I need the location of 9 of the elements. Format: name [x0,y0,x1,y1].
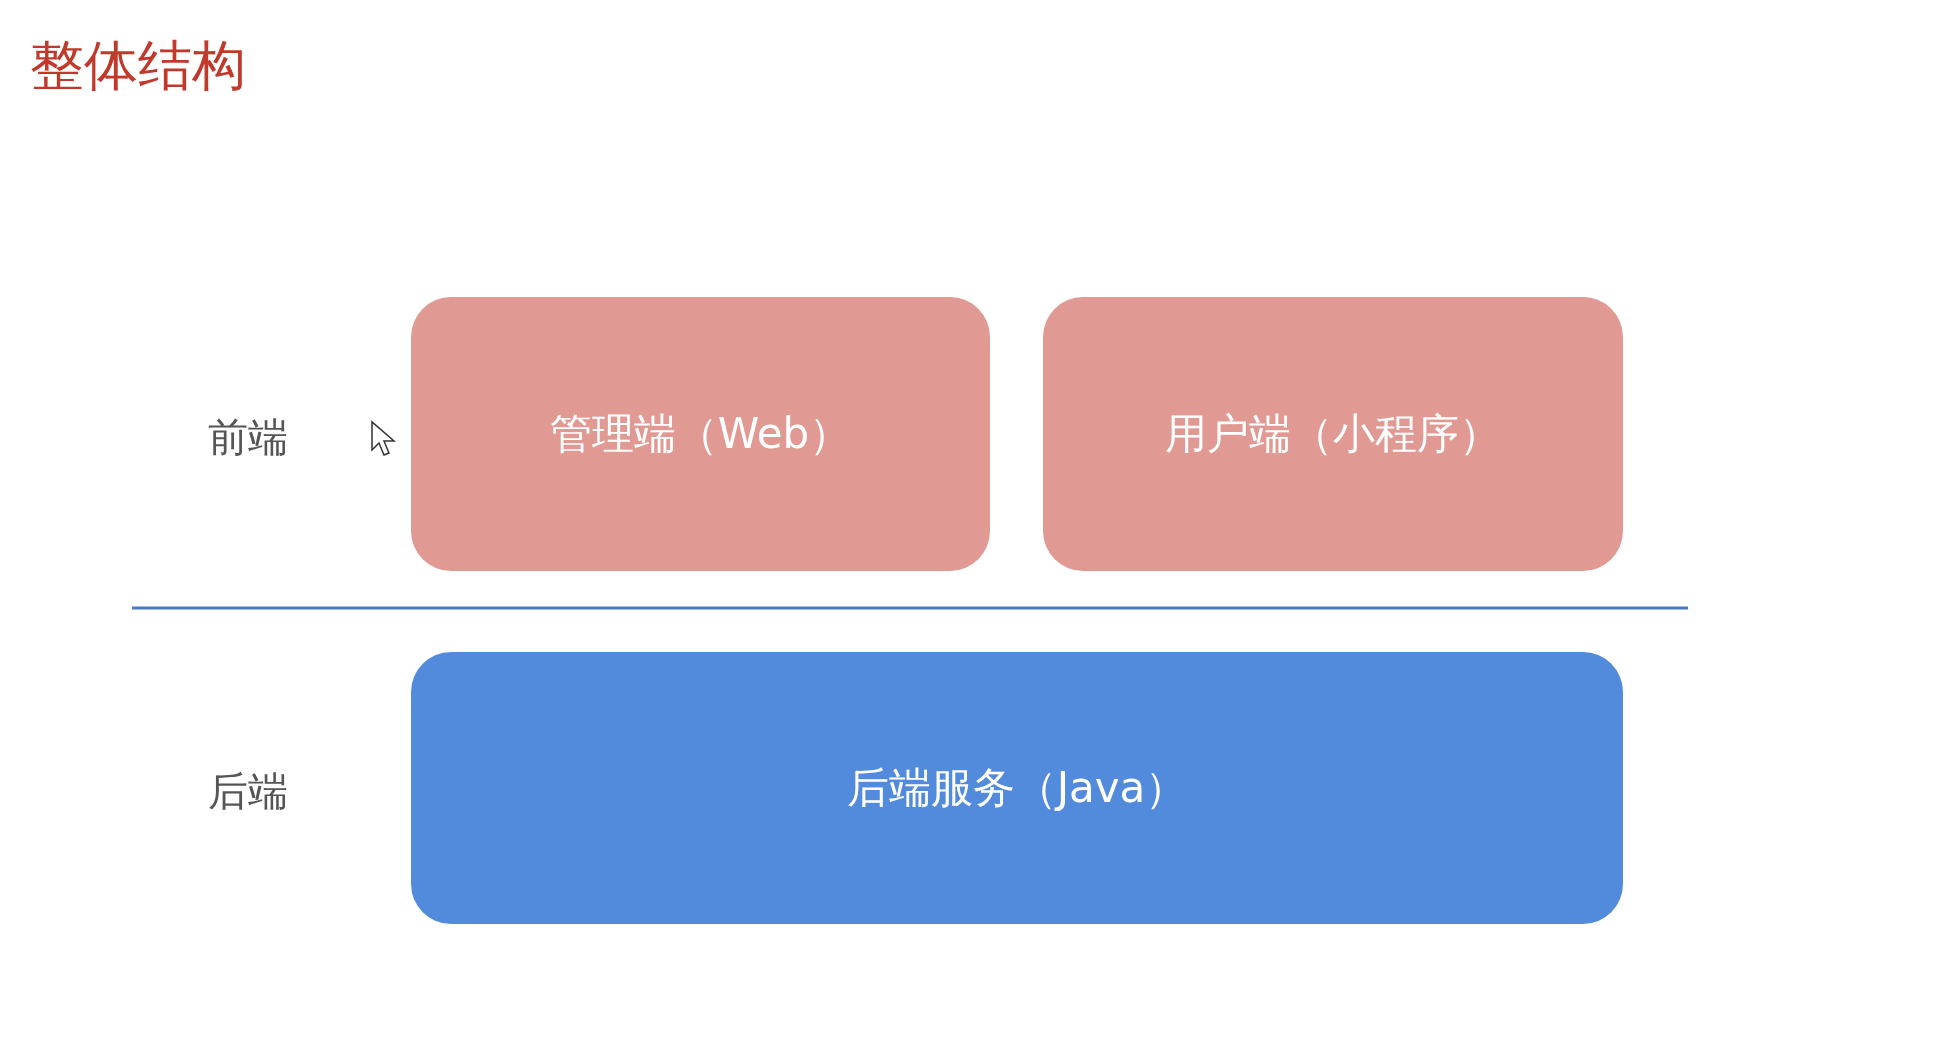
rounded-box [411,652,1623,924]
layer-label: 后端 [208,767,288,816]
rounded-box [1043,297,1623,571]
rounded-box [411,297,990,571]
box-label: 用户端（小程序） [1165,408,1501,460]
box-label: 管理端（Web） [549,408,852,460]
title: 整体结构 [30,33,246,99]
layer-label: 前端 [208,413,288,462]
box-label: 后端服务（Java） [846,762,1188,814]
